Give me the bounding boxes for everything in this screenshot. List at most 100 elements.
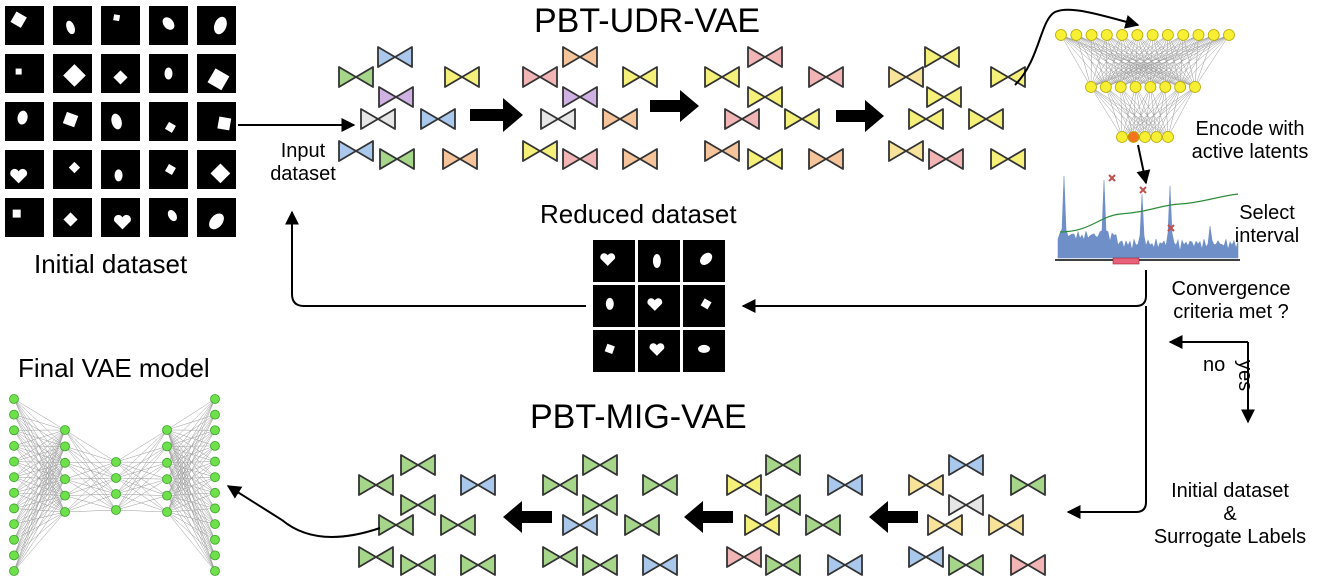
input-dataset-line1: Input <box>280 140 326 162</box>
bowtie-left-wing <box>784 108 803 130</box>
network-edge <box>13 430 66 464</box>
network-edge <box>166 511 216 540</box>
network-edge <box>13 476 66 480</box>
square-shape <box>63 64 86 87</box>
dataset-image <box>5 6 44 45</box>
network-node <box>1100 29 1113 41</box>
bowtie-right-wing <box>639 148 658 170</box>
bowtie-right-wing <box>764 86 783 108</box>
bowtie-left-wing <box>622 66 641 88</box>
network-node <box>210 409 220 420</box>
ellipse-shape <box>605 297 614 310</box>
bowtie-right-wing <box>559 474 578 496</box>
bowtie-left-wing <box>338 66 357 88</box>
network-edge <box>13 430 66 447</box>
network-node <box>1129 81 1142 93</box>
bowtie-right-wing <box>941 46 960 68</box>
network-edge <box>166 479 216 556</box>
network-edge <box>13 429 66 478</box>
bowtie-right-wing <box>375 546 394 568</box>
network-node <box>9 409 19 420</box>
network-edge <box>13 414 66 496</box>
network-edge <box>1120 86 1157 138</box>
bowtie-left-wing <box>602 108 621 130</box>
network-edge <box>64 429 117 463</box>
bowtie-right-wing <box>985 108 1004 130</box>
network-node <box>162 425 172 435</box>
network-edge <box>1150 86 1157 138</box>
network-edge <box>13 398 66 431</box>
network-edge <box>13 430 66 513</box>
bowtie-left-wing <box>808 66 827 88</box>
bowtie-right-wing <box>801 108 820 130</box>
convergence-line1: Convergence <box>1171 278 1291 300</box>
dataset-image <box>5 54 44 93</box>
network-node <box>60 490 70 501</box>
bowtie-right-wing <box>743 546 762 568</box>
square-shape <box>12 209 21 218</box>
network-node <box>1116 29 1128 41</box>
network-node <box>60 441 70 452</box>
network-node <box>111 473 121 483</box>
to-encoder-arrow <box>1014 8 1140 86</box>
bowtie-right-wing <box>1027 474 1046 496</box>
network-edge <box>166 492 216 496</box>
network-node <box>210 487 220 498</box>
bowtie-right-wing <box>764 46 783 68</box>
bowtie-right-wing <box>539 66 558 88</box>
bowtie-left-wing <box>400 454 419 476</box>
network-node <box>1131 29 1144 41</box>
bowtie-right-wing <box>355 66 374 88</box>
network-node <box>60 507 70 517</box>
network-edge <box>13 495 66 572</box>
network-edge <box>166 495 216 525</box>
network-edge <box>13 478 66 494</box>
network-edge <box>115 495 168 511</box>
network-edge <box>166 476 216 480</box>
bowtie-left-wing <box>948 454 967 476</box>
network-edge <box>13 462 66 478</box>
dataset-image <box>593 330 635 372</box>
bowtie-left-wing <box>908 474 927 496</box>
ellipse-shape <box>111 113 122 130</box>
select-line1: Select <box>1239 202 1295 224</box>
network-node <box>210 566 220 576</box>
network-edge <box>13 445 66 496</box>
network-edge <box>1156 86 1181 138</box>
network-edge <box>166 445 216 464</box>
bowtie-left-wing <box>704 140 723 162</box>
network-edge <box>1090 34 1108 88</box>
bowtie-right-wing <box>417 554 436 576</box>
network-edge <box>1105 86 1123 138</box>
bowtie-left-wing <box>928 148 947 170</box>
network-edge <box>64 461 117 480</box>
network-node <box>60 474 70 485</box>
network-edge <box>1150 34 1230 88</box>
network-edge <box>166 446 216 509</box>
peak-marker <box>1108 174 1116 182</box>
network-edge <box>115 429 168 511</box>
ellipse-shape <box>698 344 710 353</box>
network-edge <box>13 414 66 463</box>
encode-label: Encode with active latents <box>1180 118 1320 164</box>
bowtie-right-wing <box>659 474 678 496</box>
bowtie-left-wing <box>358 546 377 568</box>
network-edge <box>1105 86 1169 138</box>
network-edge <box>13 476 66 513</box>
network-node <box>162 441 172 452</box>
network-edge <box>13 429 66 572</box>
network-edge <box>1144 86 1151 138</box>
bowtie-right-wing <box>721 140 740 162</box>
network-edge <box>64 477 117 513</box>
ellipse-shape <box>167 209 177 222</box>
bowtie-left-wing <box>926 86 945 108</box>
network-node <box>1055 29 1067 41</box>
network-edge <box>64 446 117 463</box>
network-edge <box>13 429 66 462</box>
network-edge <box>1120 86 1169 138</box>
network-edge <box>13 511 66 572</box>
bowtie-left-wing <box>400 554 419 576</box>
bowtie-right-wing <box>1005 514 1024 536</box>
ellipse-shape <box>114 169 123 182</box>
network-edge <box>166 495 216 556</box>
